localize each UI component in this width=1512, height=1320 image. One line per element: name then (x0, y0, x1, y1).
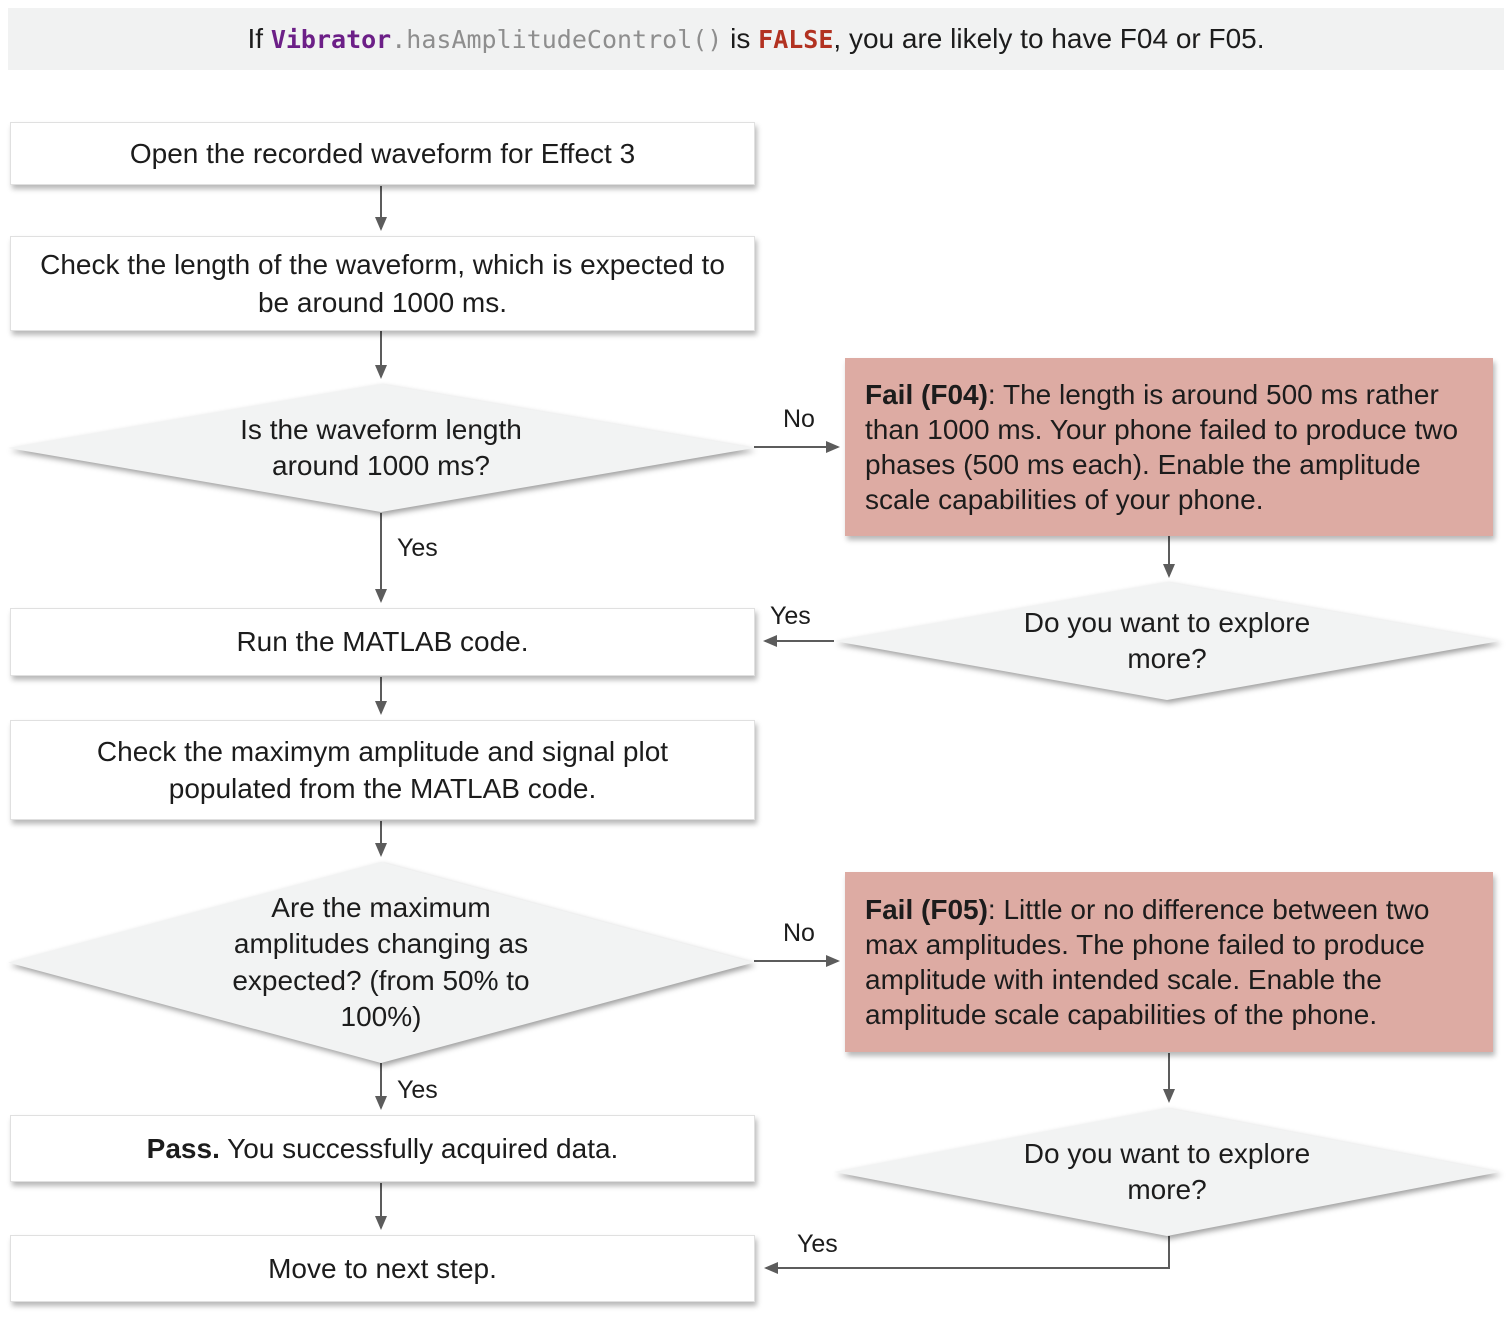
banner: If Vibrator.hasAmplitudeControl() is FAL… (8, 8, 1504, 70)
edge-label-no-f04: No (783, 405, 815, 433)
edge-label-yes-explore-1: Yes (770, 602, 811, 630)
banner-code-value: FALSE (758, 25, 834, 54)
node-fail-f04-text: Fail (F04): The length is around 500 ms … (865, 377, 1469, 517)
node-check-length: Check the length of the waveform, which … (10, 236, 755, 331)
banner-text: If Vibrator.hasAmplitudeControl() is FAL… (247, 23, 1264, 55)
node-move-next: Move to next step. (10, 1235, 755, 1302)
edge-label-yes-explore-2: Yes (797, 1230, 838, 1258)
banner-prefix: If (247, 23, 271, 54)
decision-length-question: Is the waveform length around 1000 ms? (8, 384, 754, 512)
banner-code-method: .hasAmplitudeControl() (391, 25, 723, 54)
edge-label-yes-amplitude: Yes (397, 1076, 438, 1104)
node-check-amplitude-text: Check the maximym amplitude and signal p… (96, 735, 669, 804)
node-fail-f04-title: Fail (F04) (865, 379, 988, 410)
edge-label-yes-length: Yes (397, 534, 438, 562)
node-fail-f04-rest: : The length is around 500 ms rather tha… (865, 379, 1459, 515)
node-open-waveform-text: Open the recorded waveform for Effect 3 (129, 137, 636, 169)
node-fail-f04: Fail (F04): The length is around 500 ms … (845, 358, 1493, 536)
node-run-matlab-text: Run the MATLAB code. (236, 626, 529, 658)
banner-suffix: , you are likely to have F04 or F05. (833, 23, 1265, 54)
node-check-amplitude: Check the maximym amplitude and signal p… (10, 720, 755, 820)
decision-amplitude-question: Are the maximum amplitudes changing as e… (8, 862, 754, 1063)
node-pass-rest: You successfully acquired data. (219, 1132, 619, 1164)
edge-label-no-f05: No (783, 919, 815, 947)
banner-code-class: Vibrator (270, 25, 392, 54)
node-fail-f05-rest: : Little or no difference between two ma… (865, 894, 1430, 1030)
node-pass: Pass. You successfully acquired data. (10, 1115, 755, 1182)
decision-explore-more-1: Do you want to explore more? (834, 582, 1500, 700)
decision-length-text: Is the waveform length around 1000 ms? (240, 413, 522, 481)
decision-explore-2-text: Do you want to explore more? (1023, 1137, 1311, 1205)
node-check-length-text: Check the length of the waveform, which … (40, 249, 725, 318)
node-fail-f05-title: Fail (F05) (865, 894, 988, 925)
node-open-waveform: Open the recorded waveform for Effect 3 (10, 122, 755, 185)
node-run-matlab: Run the MATLAB code. (10, 608, 755, 676)
node-pass-title: Pass. (146, 1132, 220, 1164)
node-fail-f05-text: Fail (F05): Little or no difference betw… (865, 892, 1469, 1032)
node-move-next-text: Move to next step. (268, 1252, 497, 1284)
node-fail-f05: Fail (F05): Little or no difference betw… (845, 872, 1493, 1052)
node-pass-text: Pass. You successfully acquired data. (147, 1130, 619, 1167)
decision-explore-more-2: Do you want to explore more? (834, 1108, 1500, 1236)
decision-amplitude-text: Are the maximum amplitudes changing as e… (232, 891, 530, 1032)
banner-connector: is (722, 23, 759, 54)
decision-explore-1-text: Do you want to explore more? (1023, 606, 1311, 674)
